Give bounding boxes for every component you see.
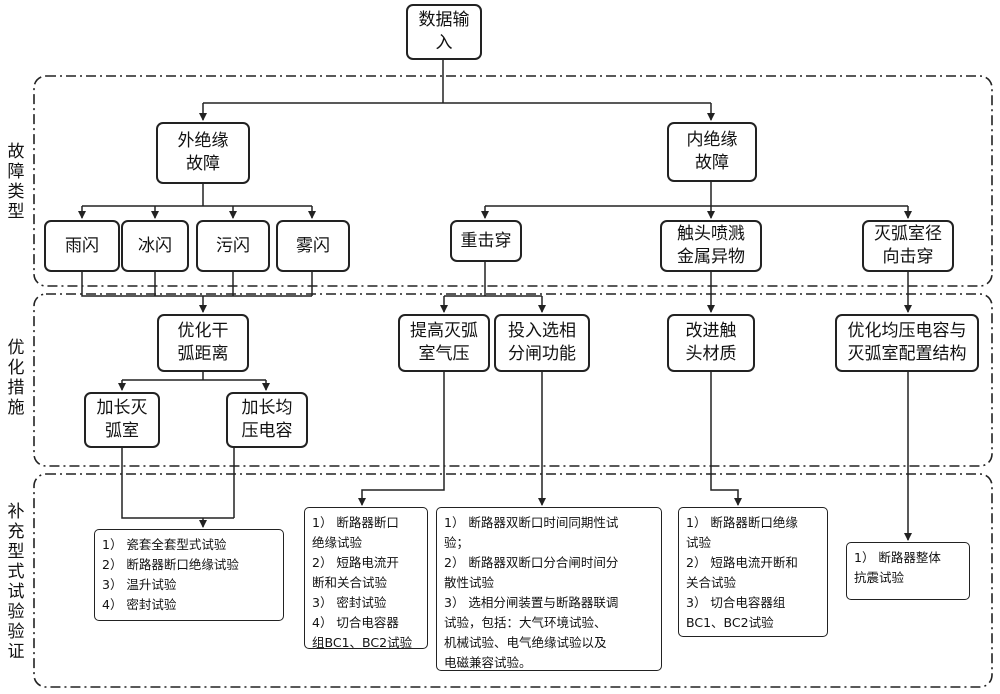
connector-external-bus — [82, 184, 312, 207]
node-data-input: 数据输 入 — [406, 4, 482, 60]
connector-lengthen-bus — [121, 448, 235, 519]
test-list-breaker-fracture: 1） 断路器断口 绝缘试验 2） 短路电流开 断和关合试验 3） 密封试验 4）… — [304, 507, 428, 650]
node-rain-flash: 雨闪 — [44, 220, 120, 272]
section-label-verification: 补 充 型 式 试 验 验 证 — [7, 502, 25, 662]
node-pollution-flash: 污闪 — [196, 220, 270, 272]
node-external-insulation-fault: 外绝缘 故障 — [156, 122, 250, 184]
connector-to-test4 — [710, 372, 742, 506]
node-ice-flash: 冰闪 — [121, 220, 189, 272]
node-optimize-grading-capacitor: 优化均压电容与 灭弧室配置结构 — [835, 314, 979, 372]
node-optimize-dry-arc-distance: 优化干 弧距离 — [157, 314, 249, 372]
node-lengthen-arc-chamber: 加长灭 弧室 — [84, 392, 160, 448]
test-list-porcelain: 1） 瓷套全套型式试验 2） 断路器断口绝缘试验 3） 温升试验 4） 密封试验 — [94, 529, 284, 621]
section-frame-measures — [33, 293, 993, 467]
section-frame-fault-types — [33, 75, 993, 287]
section-label-fault-types: 故 障 类 型 — [7, 142, 25, 222]
node-lengthen-grading-capacitor: 加长均 压电容 — [226, 392, 308, 448]
connector-flashes-bus — [81, 272, 313, 297]
node-improve-contact-material: 改进触 头材质 — [667, 314, 755, 372]
test-list-contact: 1） 断路器断口绝缘 试验 2） 短路电流开断和 关合试验 3） 切合电容器组 … — [678, 507, 828, 637]
node-arc-chamber-radial-breakdown: 灭弧室径 向击穿 — [862, 220, 954, 272]
node-fog-flash: 雾闪 — [276, 220, 350, 272]
connector-restrike-bus — [444, 262, 542, 297]
node-contact-splash-metal: 触头喷溅 金属异物 — [660, 220, 762, 272]
test-list-seismic: 1） 断路器整体 抗震试验 — [846, 542, 970, 600]
connector-to-test2 — [358, 372, 445, 506]
connector-root — [203, 60, 711, 104]
section-frame-verification — [33, 473, 993, 688]
node-internal-insulation-fault: 内绝缘 故障 — [667, 122, 757, 182]
test-list-double-break-sync: 1） 断路器双断口时间同期性试 验； 2） 断路器双断口分合闸时间分 散性试验 … — [436, 507, 662, 671]
section-label-measures: 优 化 措 施 — [7, 338, 25, 418]
connector-internal-bus — [485, 182, 908, 207]
connector-dry-arc-bus — [122, 372, 266, 381]
node-restrike: 重击穿 — [450, 220, 522, 262]
node-phase-select-opening: 投入选相 分闸功能 — [494, 314, 590, 372]
node-raise-chamber-pressure: 提高灭弧 室气压 — [398, 314, 490, 372]
